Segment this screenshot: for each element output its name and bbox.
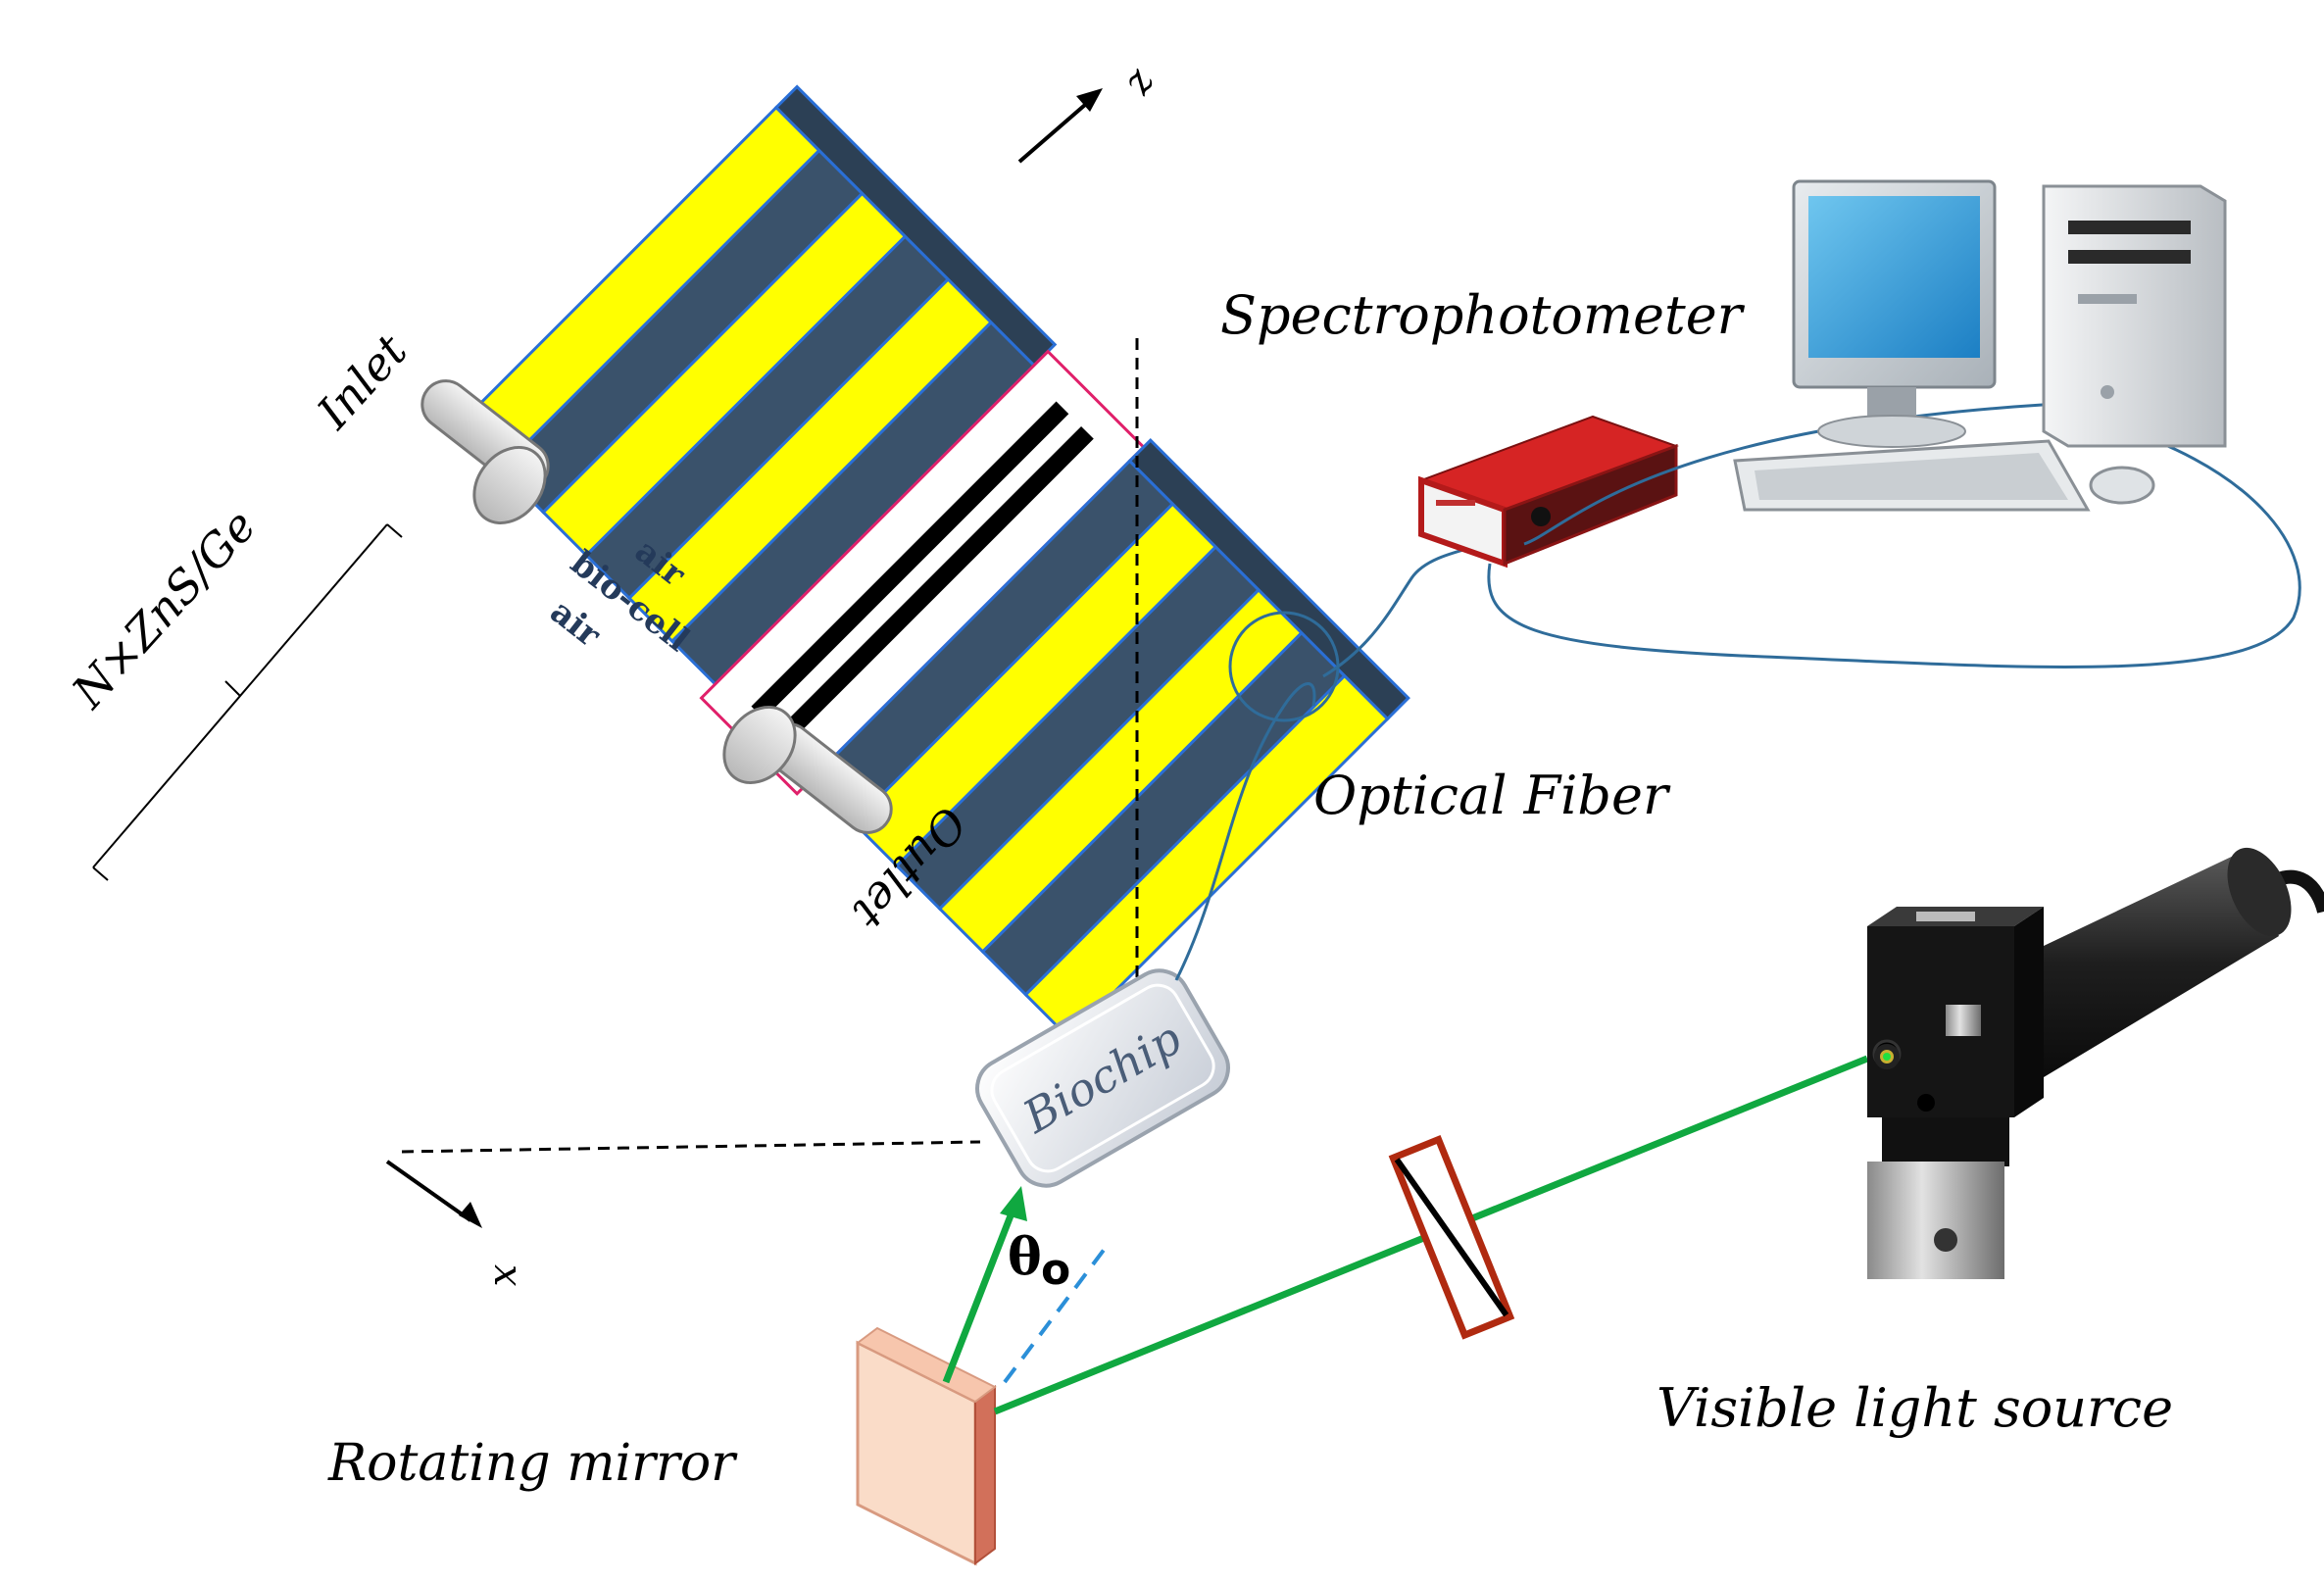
spectrophotometer-label: Spectrophotometer xyxy=(1220,284,1746,346)
z-axis-arrow xyxy=(1017,88,1103,164)
rotating-mirror-label: Rotating mirror xyxy=(327,1434,738,1493)
angle-degree-mark: o xyxy=(1041,1245,1070,1295)
computer-tower-icon[interactable] xyxy=(2042,184,2227,448)
laser-module-icon[interactable] xyxy=(1867,838,2324,1279)
biochip[interactable]: Biochip xyxy=(966,960,1239,1196)
visible-light-source-label: Visible light source xyxy=(1656,1377,2173,1439)
lower-layer-stack xyxy=(809,437,1410,1040)
upper-layer-stack xyxy=(455,84,1058,687)
x-axis-label: x xyxy=(485,1264,530,1287)
inlet-tube xyxy=(420,379,550,525)
inlet-label: Inlet xyxy=(306,323,418,439)
z-axis-label: z xyxy=(1117,63,1167,105)
stack-label: N×ZnS/Ge xyxy=(61,499,266,718)
data-cables xyxy=(1487,400,2301,668)
x-axis-arrow xyxy=(385,1160,482,1228)
keyboard-icon[interactable] xyxy=(1733,439,2091,512)
reflected-beam xyxy=(942,1186,1027,1384)
zoom-projection-lines xyxy=(401,338,1139,1154)
photonic-crystal-structure xyxy=(455,84,1410,1040)
computer-monitor-icon[interactable] xyxy=(1792,179,1997,448)
angle-symbol: θ xyxy=(1008,1227,1042,1287)
outlet-tube xyxy=(722,705,893,834)
polarizer-icon[interactable] xyxy=(1388,1134,1515,1340)
optical-fiber-label: Optical Fiber xyxy=(1313,765,1671,826)
mirror-icon[interactable] xyxy=(856,1326,997,1566)
mouse-icon[interactable] xyxy=(2089,466,2155,505)
stack-bracket xyxy=(92,523,403,881)
spectrometer-box-icon[interactable] xyxy=(1418,415,1679,569)
